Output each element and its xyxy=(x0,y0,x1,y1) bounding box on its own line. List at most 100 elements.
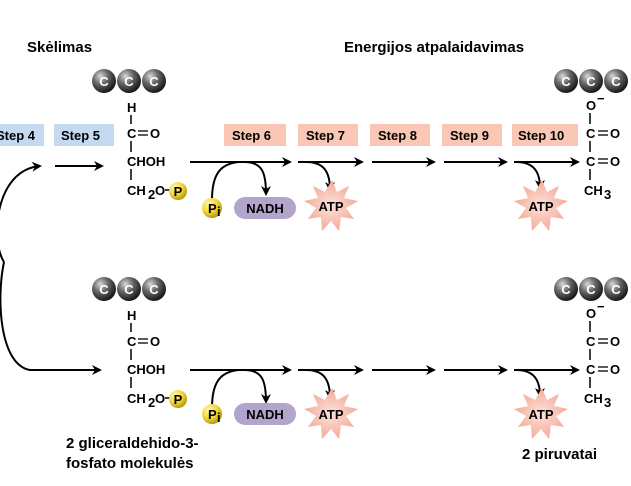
pyruvate-c1: C xyxy=(586,126,596,141)
pyruvate-o1: O xyxy=(610,126,620,141)
carbon-ball xyxy=(92,277,116,301)
atp-label: ATP xyxy=(528,407,553,422)
carbon-ball xyxy=(604,69,628,93)
carbon-ball xyxy=(142,277,166,301)
caption-g3p-line1: 2 gliceraldehido-3- xyxy=(66,435,199,452)
carbon-chain-top-left: C C C xyxy=(92,69,166,93)
carbon-chain-bottom-right: C C C xyxy=(554,277,628,301)
g3p-ch: CH xyxy=(127,183,146,198)
loop-arrow-bottom xyxy=(0,261,102,375)
pathway-arrows-bottom xyxy=(190,365,580,409)
pyruvate-subscript-3: 3 xyxy=(604,395,611,410)
pi-label: P xyxy=(208,201,217,216)
pi-subscript: i xyxy=(217,204,221,219)
nadh-label: NADH xyxy=(246,201,284,216)
carbon-ball xyxy=(554,69,578,93)
phosphate-label: P xyxy=(174,392,183,407)
step-8-box: Step 8 xyxy=(370,124,430,146)
carbon-ball xyxy=(92,69,116,93)
pyruvate-o-minus: O xyxy=(586,98,596,113)
caption-g3p-line2: fosfato molekulės xyxy=(66,455,194,472)
carbon-ball-label: C xyxy=(611,282,621,297)
g3p-ester-o: O xyxy=(155,183,165,198)
g3p-o: O xyxy=(150,334,160,349)
atp-burst-step7-top: ATP xyxy=(304,180,358,231)
nadh-label: NADH xyxy=(246,407,284,422)
carbon-ball xyxy=(554,277,578,301)
g3p-h: H xyxy=(127,100,136,115)
carbon-ball-label: C xyxy=(586,74,596,89)
step-7-box: Step 7 xyxy=(298,124,358,146)
atp-label: ATP xyxy=(318,199,343,214)
pyruvate-ch: CH xyxy=(584,183,603,198)
g3p-ester-o: O xyxy=(155,391,165,406)
step-9-label: Step 9 xyxy=(450,128,489,143)
atp-burst-step10-top: ATP xyxy=(514,180,568,231)
pyruvate-c2: C xyxy=(586,154,596,169)
pyruvate-structure-top: O − C O C O CH 3 xyxy=(584,91,620,202)
g3p-subscript-2: 2 xyxy=(148,395,155,410)
step-6-label: Step 6 xyxy=(232,128,271,143)
carbon-ball xyxy=(579,277,603,301)
g3p-h: H xyxy=(127,308,136,323)
g3p-ch: CH xyxy=(127,391,146,406)
pyruvate-charge: − xyxy=(597,91,605,106)
carbon-ball xyxy=(142,69,166,93)
carbon-ball-label: C xyxy=(149,282,159,297)
step-10-label: Step 10 xyxy=(518,128,564,143)
carbon-chain-top-right: C C C xyxy=(554,69,628,93)
pyruvate-ch: CH xyxy=(584,391,603,406)
phosphate-icon xyxy=(169,390,187,408)
atp-label: ATP xyxy=(528,199,553,214)
pi-label: P xyxy=(208,407,217,422)
step-7-label: Step 7 xyxy=(306,128,345,143)
step-8-label: Step 8 xyxy=(378,128,417,143)
inorganic-phosphate-bottom: P i xyxy=(202,404,222,425)
carbon-ball-label: C xyxy=(561,282,571,297)
heading-energy-release: Energijos atpalaidavimas xyxy=(344,39,524,56)
atp-burst-step10-bottom: ATP xyxy=(514,388,568,439)
carbon-ball xyxy=(604,277,628,301)
carbon-ball-label: C xyxy=(124,74,134,89)
inorganic-phosphate-top: P i xyxy=(202,198,222,219)
pi-subscript: i xyxy=(217,410,221,425)
g3p-subscript-2: 2 xyxy=(148,187,155,202)
phosphate-label: P xyxy=(174,184,183,199)
g3p-structure-top: H C O CHOH CH 2 O P xyxy=(127,100,187,202)
pyruvate-structure-bottom: O − C O C O CH 3 xyxy=(584,299,620,410)
step-9-box: Step 9 xyxy=(442,124,502,146)
phosphate-icon xyxy=(202,198,222,218)
pyruvate-c1: C xyxy=(586,334,596,349)
atp-label: ATP xyxy=(318,407,343,422)
g3p-c: C xyxy=(127,334,137,349)
carbon-ball-label: C xyxy=(99,74,109,89)
heading-cleavage: Skėlimas xyxy=(27,39,92,56)
carbon-ball-label: C xyxy=(149,74,159,89)
pyruvate-c2: C xyxy=(586,362,596,377)
pyruvate-o2: O xyxy=(610,154,620,169)
caption-pyruvate: 2 piruvatai xyxy=(522,446,597,463)
step-5-box: Step 5 xyxy=(54,124,114,146)
carbon-ball-label: C xyxy=(124,282,134,297)
nadh-top: NADH xyxy=(234,197,296,219)
pyruvate-o-minus: O xyxy=(586,306,596,321)
carbon-ball-label: C xyxy=(586,282,596,297)
phosphate-icon xyxy=(202,404,222,424)
g3p-choh: CHOH xyxy=(127,362,165,377)
pyruvate-charge: − xyxy=(597,299,605,314)
nadh-bottom: NADH xyxy=(234,403,296,425)
g3p-structure-bottom: H C O CHOH CH 2 O P xyxy=(127,308,187,410)
carbon-chain-bottom-left: C C C xyxy=(92,277,166,301)
step-6-box: Step 6 xyxy=(224,124,286,146)
pathway-arrows-top xyxy=(190,157,580,201)
atp-burst-step7-bottom: ATP xyxy=(304,388,358,439)
g3p-o: O xyxy=(150,126,160,141)
carbon-ball xyxy=(117,69,141,93)
step-4-label: Step 4 xyxy=(0,128,36,143)
pyruvate-o2: O xyxy=(610,362,620,377)
pyruvate-subscript-3: 3 xyxy=(604,187,611,202)
g3p-choh: CHOH xyxy=(127,154,165,169)
phosphate-icon xyxy=(169,182,187,200)
loop-arrow-top xyxy=(0,161,42,263)
